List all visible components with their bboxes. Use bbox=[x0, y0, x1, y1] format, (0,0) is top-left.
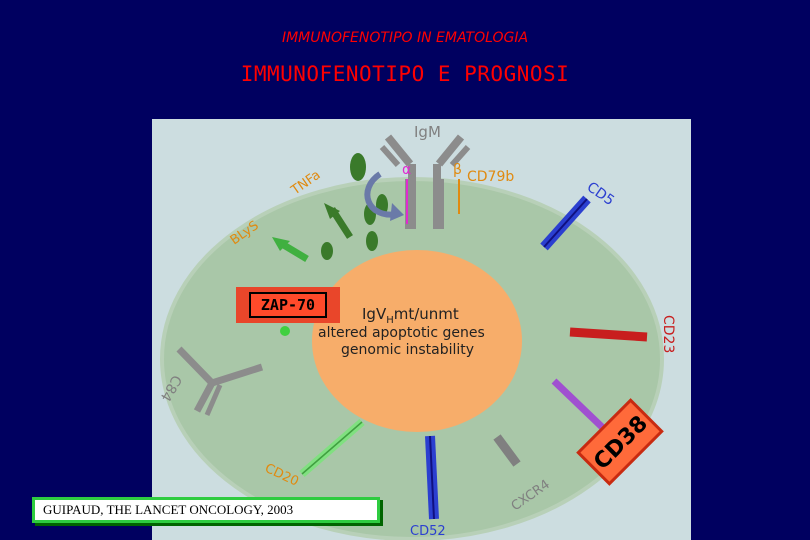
nucleus bbox=[312, 250, 522, 432]
cd23-marker bbox=[569, 327, 648, 342]
c84-receptor bbox=[176, 346, 264, 416]
cd38-marker bbox=[551, 378, 605, 430]
cell-diagram: IgM α β CD79b TNFa BLyS CD5 CD23 CXCR4 C… bbox=[157, 123, 676, 540]
cxcr4-marker bbox=[493, 434, 521, 467]
label-cd5: CD5 bbox=[584, 179, 617, 209]
label-alpha: α bbox=[402, 162, 411, 178]
zap70-callout: ZAP-70 bbox=[236, 287, 340, 323]
curved-arrow bbox=[364, 171, 398, 218]
label-igm: IgM bbox=[414, 123, 441, 141]
label-cd52: CD52 bbox=[410, 524, 446, 539]
diagram-panel: IgM α β CD79b TNFa BLyS CD5 CD23 CXCR4 C… bbox=[152, 119, 691, 540]
nucleus-line-1: IgVHmt/unmt bbox=[362, 305, 459, 326]
nucleus-line-3: genomic instability bbox=[341, 342, 474, 358]
label-cd23: CD23 bbox=[660, 315, 676, 353]
tnfa-receptor bbox=[324, 153, 388, 251]
label-cd79b: CD79b bbox=[467, 169, 514, 185]
citation: GUIPAUD, THE LANCET ONCOLOGY, 2003 bbox=[32, 497, 380, 523]
zap70-label: ZAP-70 bbox=[248, 292, 328, 318]
supertitle: IMMUNOFENOTIPO IN EMATOLOGIA bbox=[281, 30, 529, 46]
nucleus-line-2: altered apoptotic genes bbox=[318, 325, 485, 341]
zap70-dot bbox=[280, 326, 290, 336]
blys-receptor bbox=[272, 237, 333, 263]
label-beta: β bbox=[453, 162, 462, 178]
slide-title: IMMUNOFENOTIPO E PROGNOSI bbox=[240, 62, 570, 86]
